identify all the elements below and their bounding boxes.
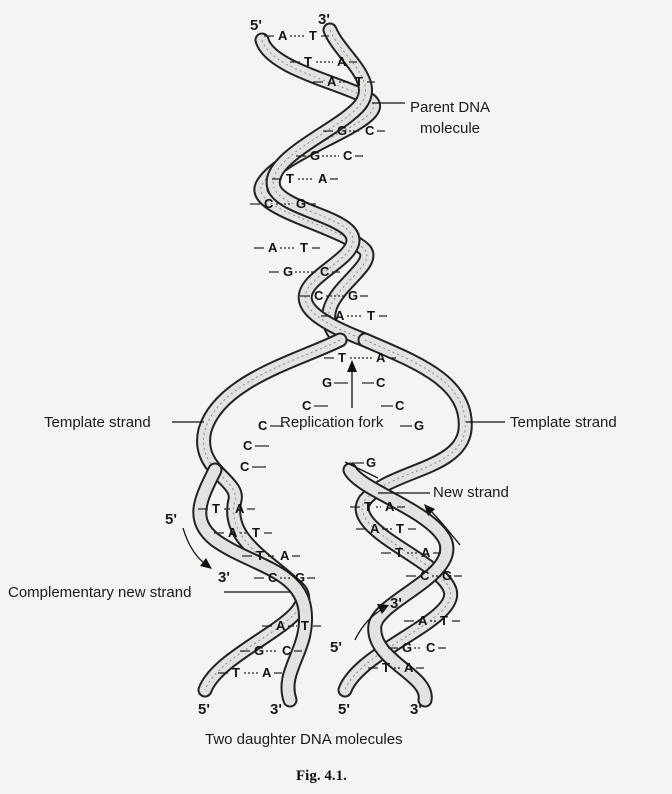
right-daughter-helix <box>337 332 473 708</box>
right-daughter-pair-base-left: T <box>395 545 403 560</box>
right-daughter-pair-base-right: T <box>440 613 448 628</box>
parent-pair-base-right: G <box>296 196 306 211</box>
right-daughter-pair-base-left: T <box>364 499 372 514</box>
left-daughter-pair-base-left: A <box>276 618 286 633</box>
parent-pair-base-left: T <box>304 54 312 69</box>
parent-helix <box>253 22 381 348</box>
end-label-left-new-end: 3' <box>218 569 230 586</box>
label-template-strand-left: Template strand <box>44 414 151 431</box>
label-replication-fork: Replication fork <box>280 414 384 431</box>
right-daughter-pair-base-right: A <box>404 660 414 675</box>
right-daughter-pair-base-left: G <box>402 640 412 655</box>
right-daughter-pair-base-left: C <box>420 568 430 583</box>
right-daughter-pair-base-right: G <box>442 568 452 583</box>
left-daughter-pair-base-right: T <box>252 525 260 540</box>
parent-pair-base-right: T <box>300 240 308 255</box>
right-template-base: G <box>414 418 424 433</box>
left-daughter-pair-base-right: A <box>262 665 272 680</box>
right-daughter-pair-base-right: T <box>396 521 404 536</box>
left-daughter-pair-base-right: A <box>235 501 245 516</box>
label-template-strand-right: Template strand <box>510 414 617 431</box>
parent-pair-base-left: A <box>278 28 288 43</box>
left-daughter-pair-base-right: G <box>295 570 305 585</box>
label-parent-dna-2: molecule <box>420 120 480 137</box>
right-template-base: C <box>376 375 386 390</box>
end-label-top-left: 5' <box>250 17 262 34</box>
parent-pair-base-right: A <box>337 54 347 69</box>
parent-pair-base-left: T <box>338 350 346 365</box>
parent-pair-base-left: A <box>335 308 345 323</box>
direction-arrows <box>182 461 461 641</box>
end-label-top-right: 3' <box>318 11 330 28</box>
end-label-right-new-start: 5' <box>330 639 342 656</box>
parent-pair-base-right: T <box>309 28 317 43</box>
left-daughter-pair-base-right: C <box>282 643 292 658</box>
left-daughter-pair-base-left: A <box>228 525 238 540</box>
right-template-base: G <box>366 455 376 470</box>
parent-pair-base-left: G <box>283 264 293 279</box>
figure-caption: Fig. 4.1. <box>296 768 347 784</box>
parent-pair-base-left: A <box>268 240 278 255</box>
parent-pair-base-right: T <box>355 74 363 89</box>
parent-pair-base-right: C <box>365 123 375 138</box>
left-template-base: C <box>302 398 312 413</box>
right-daughter-pair-base-right: A <box>385 499 395 514</box>
parent-pair-base-left: G <box>310 148 320 163</box>
left-daughter-pair-base-left: T <box>212 501 220 516</box>
parent-pair-base-right: A <box>376 350 386 365</box>
left-daughter-pair-base-left: T <box>256 548 264 563</box>
parent-pair-base-right: A <box>318 171 328 186</box>
left-template-base: C <box>258 418 268 433</box>
left-template-base: G <box>322 375 332 390</box>
end-label-left-new-start: 5' <box>165 511 177 528</box>
left-daughter-pair-base-left: G <box>254 643 264 658</box>
parent-pair-base-right: C <box>320 264 330 279</box>
left-daughter-pair-base-right: A <box>280 548 290 563</box>
right-daughter-pair-base-left: A <box>418 613 428 628</box>
left-daughter-helix <box>192 332 348 708</box>
label-two-daughter-molecules: Two daughter DNA molecules <box>205 731 403 748</box>
end-label-bottom-1: 5' <box>198 701 210 718</box>
parent-pair-base-left: C <box>264 196 274 211</box>
right-template-base: C <box>395 398 405 413</box>
right-daughter-pair-base-left: T <box>382 660 390 675</box>
parent-pair-base-left: A <box>327 74 337 89</box>
end-label-bottom-3: 5' <box>338 701 350 718</box>
left-daughter-pair-base-right: T <box>301 618 309 633</box>
parent-pair-base-left: C <box>314 288 324 303</box>
right-daughter-pair-base-right: C <box>426 640 436 655</box>
label-new-strand: New strand <box>433 484 509 501</box>
end-label-right-new-end: 3' <box>390 595 402 612</box>
left-daughter-pair-base-left: T <box>232 665 240 680</box>
right-daughter-pair-base-right: A <box>421 545 431 560</box>
parent-pair-base-right: T <box>367 308 375 323</box>
left-template-base: C <box>243 438 253 453</box>
parent-pair-base-right: G <box>348 288 358 303</box>
label-parent-dna-1: Parent DNA <box>410 99 490 116</box>
end-label-bottom-4: 3' <box>410 701 422 718</box>
parent-pair-base-left: G <box>337 123 347 138</box>
parent-pair-base-right: C <box>343 148 353 163</box>
end-label-bottom-2: 3' <box>270 701 282 718</box>
right-daughter-pair-base-left: A <box>370 521 380 536</box>
label-complementary-new-strand: Complementary new strand <box>8 584 191 601</box>
left-daughter-pair-base-left: C <box>268 570 278 585</box>
left-template-base: C <box>240 459 250 474</box>
parent-pair-base-left: T <box>286 171 294 186</box>
